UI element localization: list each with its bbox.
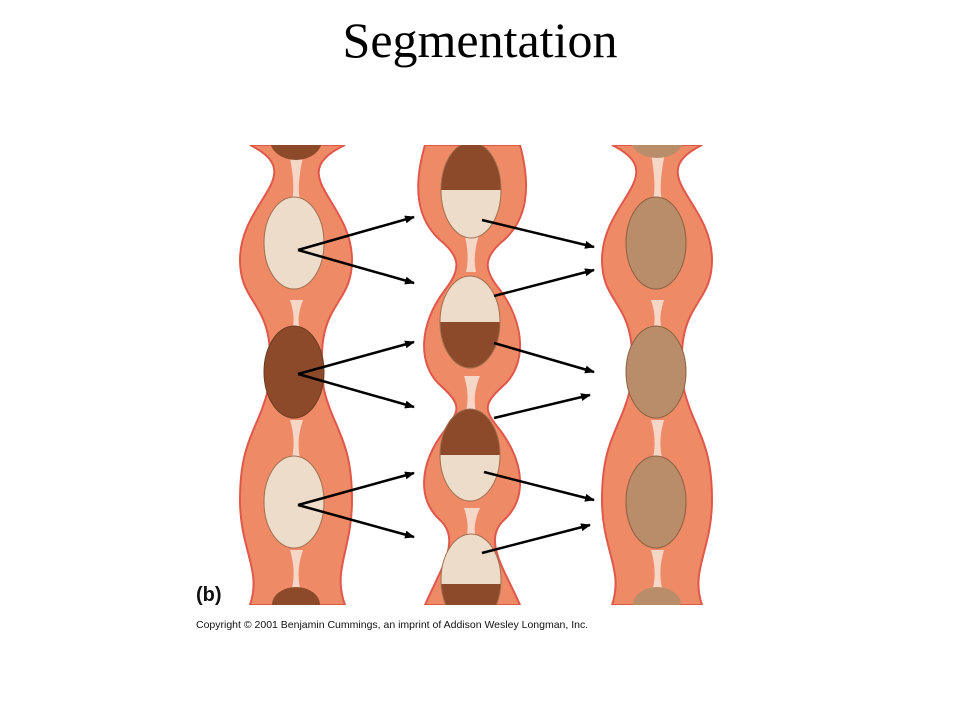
- movement-arrow: [493, 393, 591, 420]
- movement-arrow: [493, 268, 595, 298]
- movement-arrow: [297, 503, 415, 539]
- slide-title: Segmentation: [342, 12, 618, 68]
- chyme-bolus: [625, 455, 687, 549]
- arrows-stage-1-to-2: [297, 215, 415, 539]
- figure-label: (b): [196, 584, 222, 606]
- arrows-stage-2-to-3: [481, 218, 595, 555]
- chyme-bolus: [270, 145, 322, 160]
- movement-arrow: [493, 341, 595, 374]
- chyme-bolus: [633, 587, 681, 605]
- chyme-bolus: [625, 196, 687, 290]
- intestine-column-3: [600, 145, 720, 605]
- movement-arrow: [297, 340, 415, 376]
- intestine-column-1: [236, 145, 356, 605]
- chyme-bolus: [263, 325, 325, 419]
- movement-arrow: [297, 248, 415, 285]
- movement-arrow: [297, 215, 415, 252]
- movement-arrow: [297, 471, 415, 507]
- chyme-bolus: [625, 325, 687, 419]
- chyme-bolus: [263, 455, 325, 549]
- chyme-bolus: [272, 587, 320, 605]
- movement-arrow: [481, 523, 591, 555]
- intestine-wall-2: [417, 145, 528, 605]
- intestine-column-2: [410, 145, 535, 605]
- copyright-notice: Copyright © 2001 Benjamin Cummings, an i…: [196, 619, 589, 631]
- chyme-bolus: [632, 145, 682, 158]
- movement-arrow: [297, 372, 415, 409]
- movement-arrow: [483, 470, 595, 502]
- movement-arrow: [481, 218, 595, 249]
- chyme-bolus: [263, 196, 325, 290]
